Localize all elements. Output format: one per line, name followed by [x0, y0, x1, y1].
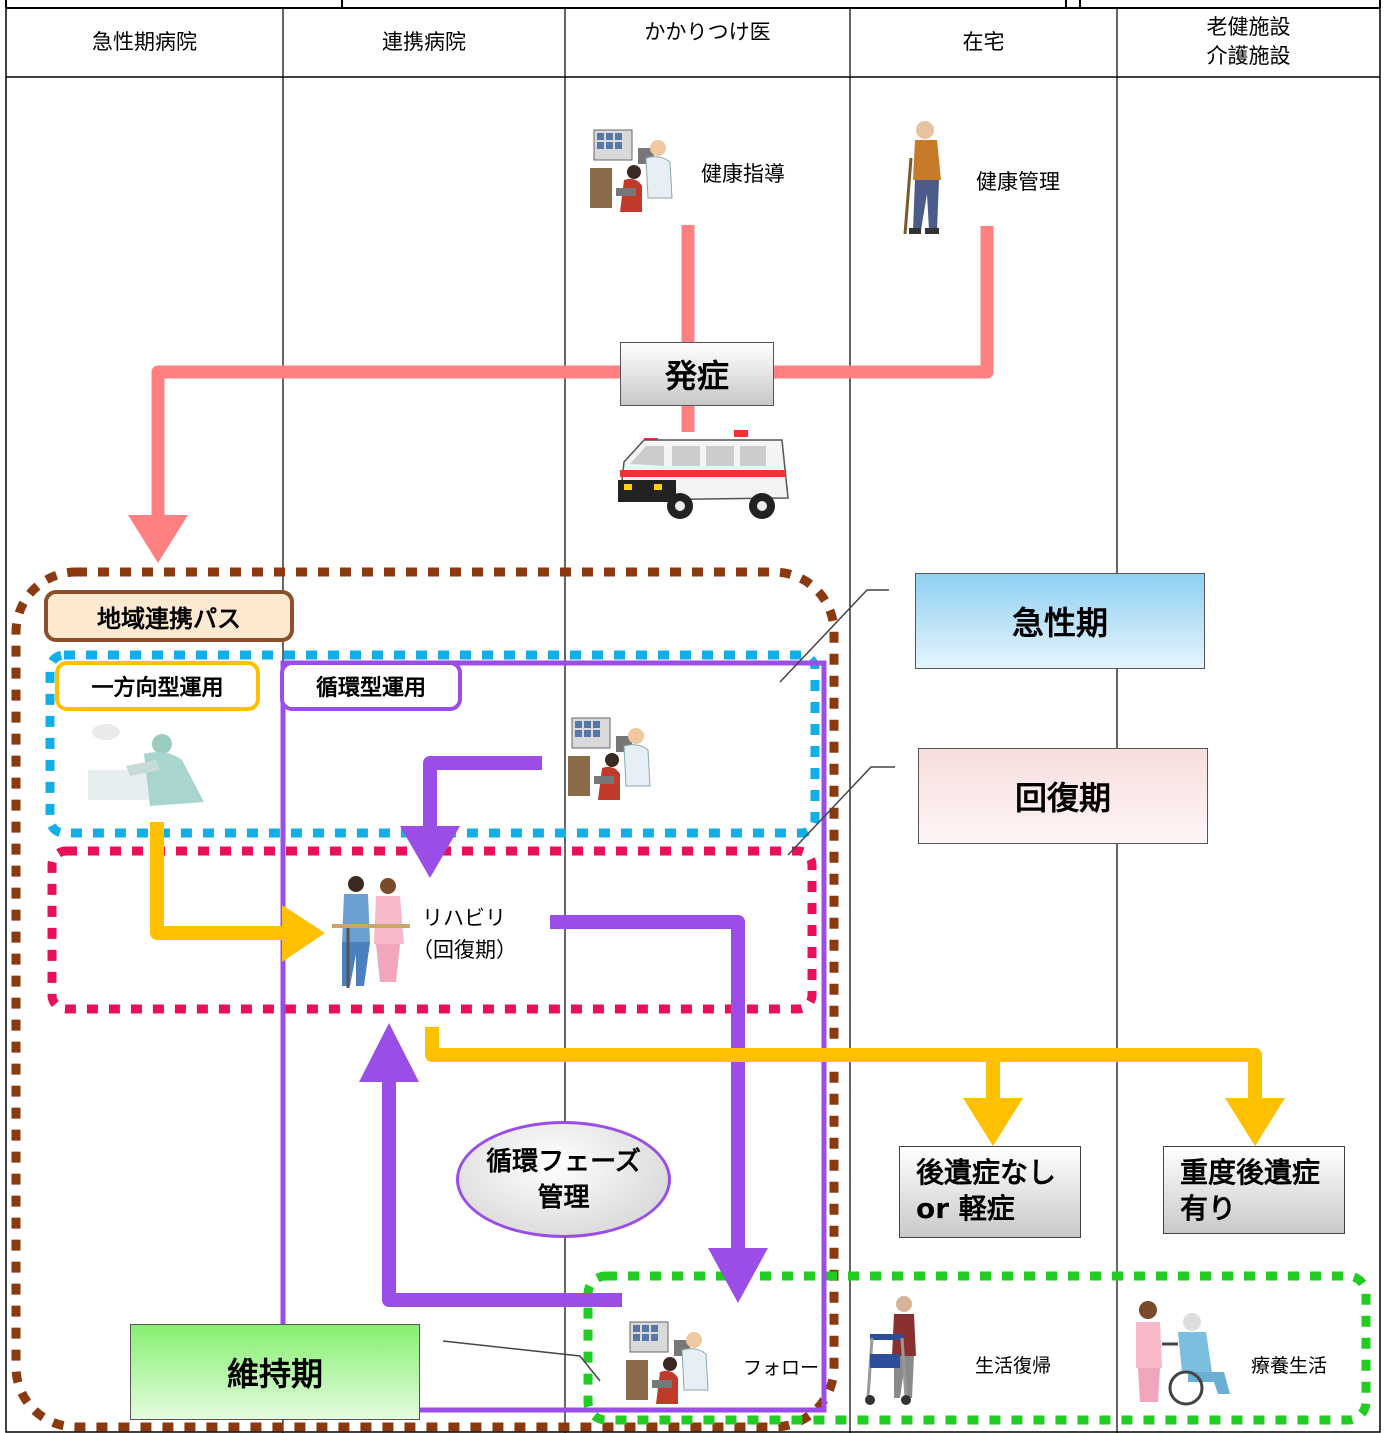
- rehab-label-line2: （回復期）: [412, 938, 517, 962]
- onset-arrowhead: [128, 515, 188, 563]
- elderly-walking-icon: [903, 121, 941, 235]
- circulation-phase-line1: 循環フェーズ: [486, 1146, 641, 1177]
- health-management-label: 健康管理: [976, 170, 1060, 194]
- table-frame: [5, 7, 1381, 1433]
- recovery-region-border: [47, 846, 817, 1014]
- walker-icon: [865, 1296, 916, 1405]
- doctor-consultation-icon: [590, 129, 673, 212]
- acute-phase-box: 急性期: [915, 573, 1205, 669]
- health-guidance-label: 健康指導: [701, 162, 785, 186]
- regional-path-border: [11, 567, 839, 1432]
- one-way-arrows: [150, 822, 1262, 1100]
- outcome-mild-box: 後遺症なし or 軽症: [899, 1146, 1081, 1238]
- wheelchair-nurse-icon: [1136, 1301, 1230, 1406]
- doctor-consultation-icon: [568, 717, 651, 800]
- circulation-frame: [280, 660, 827, 1413]
- maintenance-phase-box: 維持期: [130, 1324, 420, 1420]
- surgeon-icon: [86, 714, 210, 810]
- regional-path-label: 地域連携パス: [44, 590, 294, 642]
- onset-flow-lines: [151, 225, 994, 520]
- column-header-acute-hospital: 急性期病院: [92, 29, 197, 54]
- care-life-label: 療養生活: [1251, 1355, 1328, 1377]
- follow-label: フォロー: [743, 1357, 820, 1379]
- column-header-care-facility: 老健施設 介護施設: [1206, 15, 1291, 68]
- rehab-label-line1: リハビリ: [422, 906, 506, 930]
- ambulance-icon: [618, 430, 789, 519]
- return-to-life-label: 生活復帰: [975, 1355, 1052, 1377]
- circulation-phase-ellipse: 循環フェーズ 管理: [456, 1121, 671, 1238]
- doctor-consultation-icon: [626, 1321, 709, 1404]
- maintenance-region-border: [583, 1271, 1371, 1425]
- one-way-label: 一方向型運用: [55, 661, 260, 711]
- circulation-label: 循環型運用: [280, 661, 462, 711]
- column-header-family-doctor: かかりつけ医: [644, 19, 771, 44]
- callout-lines: [442, 589, 895, 1382]
- column-header-home: 在宅: [962, 29, 1005, 54]
- rehab-walking-icon: [332, 876, 410, 988]
- recovery-phase-box: 回復期: [918, 748, 1208, 844]
- outcome-severe-box: 重度後遺症 有り: [1163, 1146, 1345, 1234]
- circulation-arrows: [382, 756, 745, 1307]
- circulation-phase-line2: 管理: [537, 1182, 590, 1213]
- column-header-partner-hospital: 連携病院: [382, 29, 466, 54]
- onset-box: 発症: [620, 342, 774, 406]
